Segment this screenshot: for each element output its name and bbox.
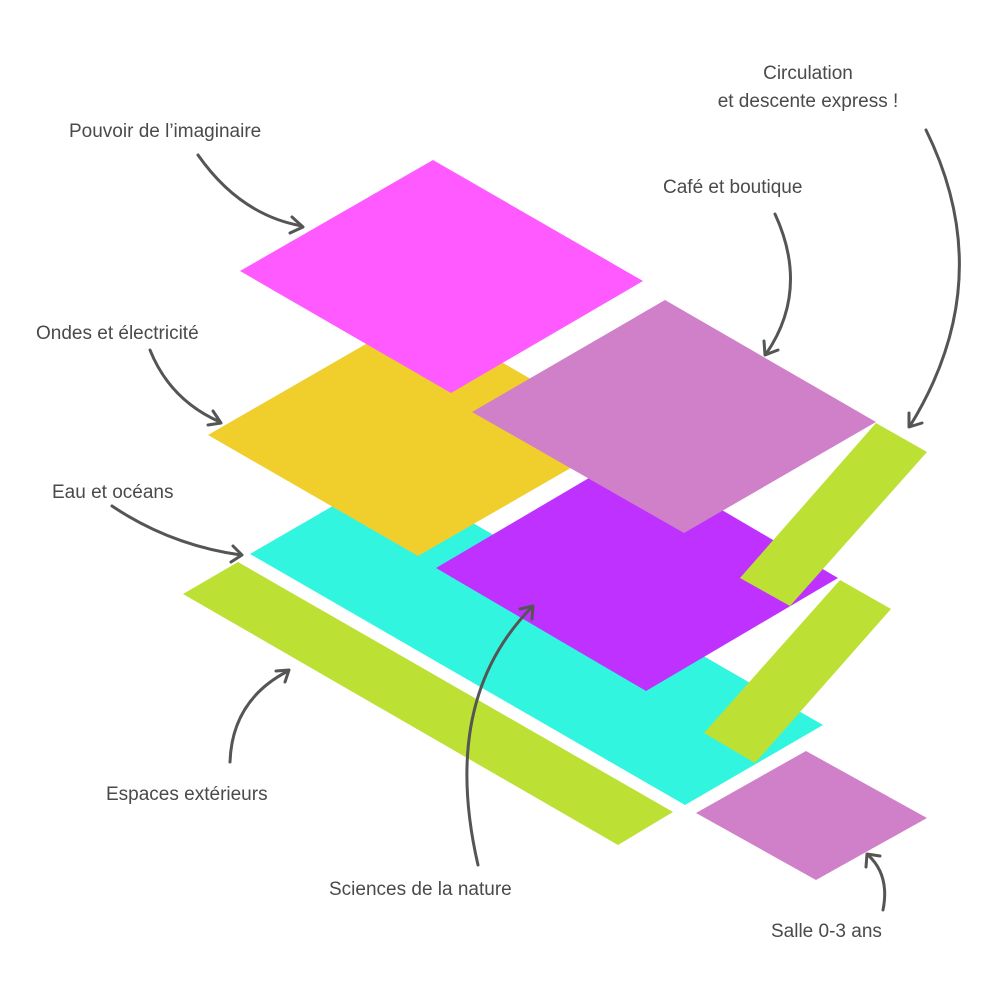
zone-sciences-nature[interactable] [436,455,838,691]
label-salle-0-3-ans: Salle 0-3 ans [771,921,882,942]
arrow-nature [465,604,535,867]
label-espaces-exterieurs: Espaces extérieurs [106,784,268,805]
arrow-ondes [148,348,223,427]
zone-eau-oceans[interactable] [250,474,823,805]
label-pouvoir-imaginaire: Pouvoir de l’imaginaire [69,121,262,142]
zone-ondes-electricite[interactable] [208,314,628,556]
label-ondes-electricite: Ondes et électricité [36,323,199,344]
zone-cafe-boutique[interactable] [472,300,876,533]
label-eau-oceans: Eau et océans [52,482,174,503]
zone-salle-0-3-ans[interactable] [696,751,927,880]
arrow-cafe [762,212,792,357]
zone-pouvoir-imaginaire[interactable] [240,160,643,393]
label-sciences-nature: Sciences de la nature [329,879,512,900]
arrow-exterieurs [228,668,291,764]
zone-espaces-exterieurs[interactable] [183,562,673,845]
arrow-circulation [907,128,961,429]
arrow-salle [864,852,887,912]
zone-circulation-upper[interactable] [740,423,927,606]
label-cafe-boutique: Café et boutique [663,177,803,198]
zone-circulation-lower[interactable] [704,580,891,763]
arrow-eau [110,504,244,564]
arrow-imaginaire [196,153,305,235]
label-circulation: Circulation et descente express ! [694,60,922,116]
label-circulation-line1: Circulation [763,63,853,84]
label-circulation-line2: et descente express ! [717,91,899,112]
